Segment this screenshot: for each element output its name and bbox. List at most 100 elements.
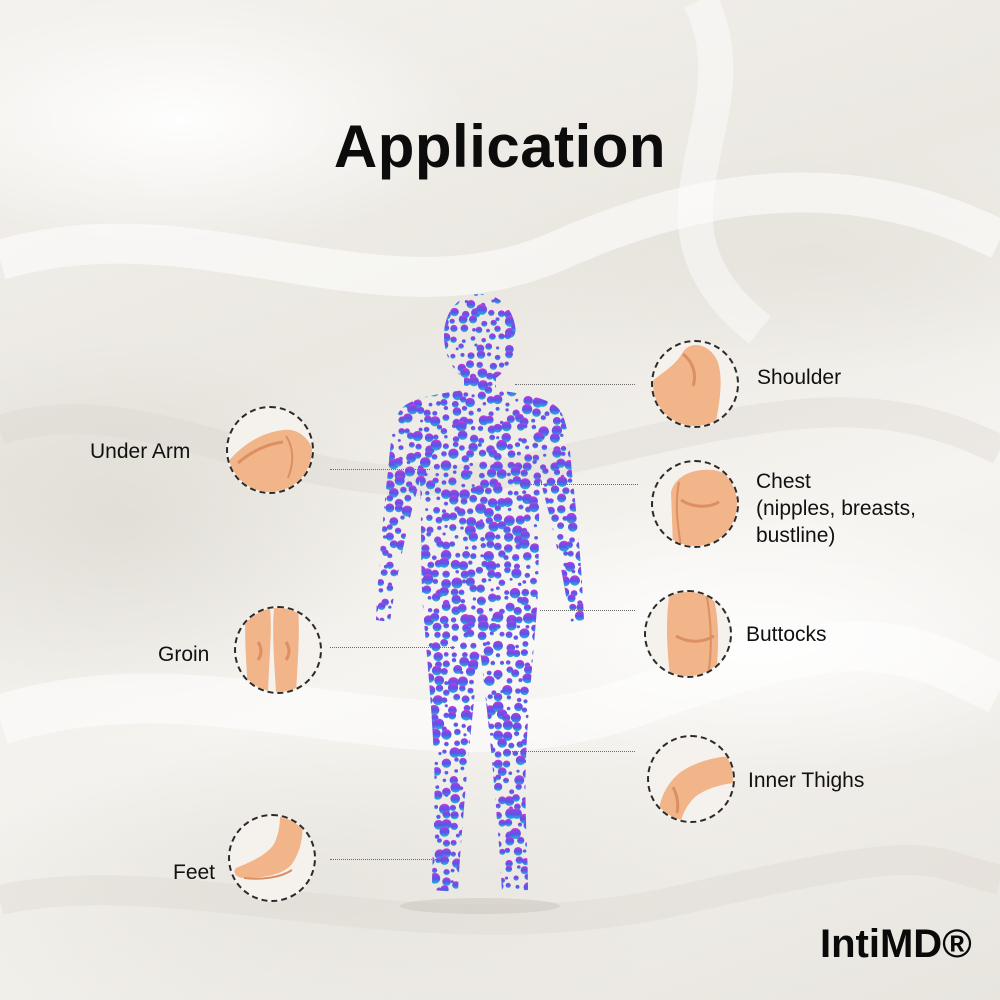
figure-dot: [431, 737, 440, 746]
figure-dot: [450, 782, 461, 793]
figure-dot: [542, 642, 550, 649]
figure-dot: [444, 741, 449, 747]
figure-dot: [396, 540, 407, 551]
figure-dot: [441, 602, 451, 611]
figure-dot: [573, 737, 583, 747]
figure-dot: [485, 560, 497, 572]
figure-dot: [416, 840, 427, 851]
figure-dot: [460, 324, 469, 333]
figure-dot: [487, 694, 493, 700]
figure-dot: [489, 333, 496, 340]
figure-dot: [567, 868, 573, 874]
figure-dot: [385, 659, 395, 670]
figure-dot: [382, 549, 389, 557]
figure-dot: [405, 625, 412, 632]
figure-dot: [400, 515, 405, 520]
figure-dot: [487, 352, 492, 357]
figure-dot: [475, 812, 484, 821]
figure-dot: [560, 868, 569, 878]
figure-dot: [381, 381, 385, 385]
figure-dot: [471, 394, 475, 398]
figure-dot: [439, 557, 450, 568]
figure-dot: [482, 402, 487, 406]
figure-dot: [513, 847, 523, 856]
figure-dot: [494, 751, 502, 758]
figure-dot: [515, 755, 526, 766]
figure-dot: [454, 728, 461, 736]
figure-dot: [581, 787, 584, 791]
figure-dot: [385, 532, 394, 541]
figure-dot: [558, 363, 563, 368]
figure-dot: [501, 432, 511, 443]
figure-dot: [577, 504, 583, 510]
figure-dot: [551, 297, 558, 304]
figure-dot: [376, 299, 378, 310]
figure-dot: [457, 603, 467, 613]
figure-dot: [576, 541, 584, 549]
figure-dot: [503, 760, 511, 768]
figure-dot: [465, 794, 476, 805]
figure-dot: [539, 434, 545, 441]
figure-dot: [560, 445, 567, 452]
figure-dot: [487, 381, 493, 387]
figure-dot: [416, 317, 425, 325]
figure-dot: [391, 410, 396, 415]
figure-dot: [395, 756, 405, 766]
figure-dot: [449, 495, 459, 505]
figure-dot: [404, 741, 412, 749]
figure-dot: [522, 580, 527, 584]
figure-dot: [399, 731, 403, 735]
figure-dot: [467, 569, 476, 578]
figure-dot: [567, 796, 575, 804]
figure-dot: [580, 517, 584, 522]
figure-dot: [574, 795, 582, 803]
figure-dot: [479, 695, 487, 704]
figure-dot: [524, 873, 532, 881]
figure-dot: [578, 685, 584, 696]
figure-dot: [514, 775, 525, 786]
figure-dot: [397, 352, 407, 363]
figure-dot: [495, 317, 500, 322]
figure-dot: [416, 623, 426, 633]
figure-dot: [404, 784, 414, 794]
figure-dot: [580, 459, 584, 466]
figure-dot: [534, 776, 539, 781]
figure-dot: [404, 712, 416, 724]
figure-dot: [569, 575, 580, 586]
figure-dot: [568, 407, 578, 416]
figure-dot: [390, 329, 397, 336]
figure-dot: [429, 704, 440, 716]
figure-dot: [440, 309, 451, 320]
figure-dot: [487, 882, 496, 891]
figure-dot: [403, 659, 413, 670]
figure-dot: [404, 812, 410, 819]
figure-dot: [376, 766, 377, 771]
figure-dot: [468, 442, 478, 452]
figure-dot: [434, 348, 439, 352]
figure-dot: [477, 631, 487, 641]
figure-dot: [397, 586, 407, 597]
figure-dot: [379, 799, 388, 809]
figure-dot: [487, 838, 493, 844]
figure-dot: [378, 588, 384, 593]
figure-dot: [521, 799, 531, 809]
figure-dot: [416, 651, 420, 656]
figure-dot: [542, 468, 549, 475]
figure-dot: [415, 660, 423, 668]
figure-dot: [561, 732, 566, 736]
figure-dot: [426, 777, 432, 784]
figure-dot: [439, 826, 450, 837]
figure-dot: [406, 460, 411, 465]
figure-dot: [552, 416, 561, 425]
figure-dot: [400, 533, 407, 539]
figure-dot: [493, 423, 503, 433]
figure-dot: [495, 563, 501, 568]
figure-dot: [376, 867, 378, 876]
figure-dot: [477, 871, 488, 881]
figure-dot: [496, 586, 500, 591]
figure-dot: [388, 851, 393, 856]
figure-dot: [460, 599, 466, 604]
figure-dot: [458, 561, 469, 571]
figure-dot: [531, 418, 536, 423]
figure-dot: [503, 526, 511, 534]
